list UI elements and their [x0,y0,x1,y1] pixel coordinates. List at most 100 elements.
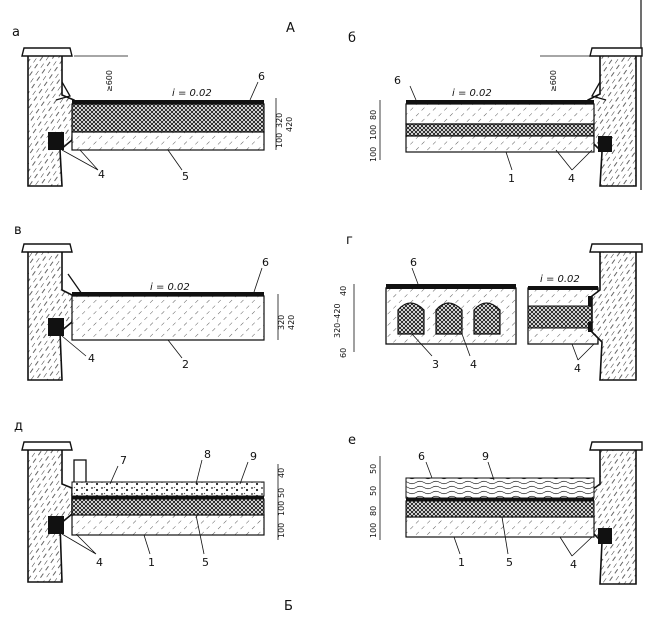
panel-b: б i = 0.02 ≥600 80 100 100 6 1 4 [348,31,643,187]
flashing [73,459,87,485]
dim-2: 420 [287,315,296,330]
dim-3: 100 [277,501,286,516]
callout-leader [501,516,509,555]
dim-2: 320–420 [333,303,342,338]
slab-layer [405,135,595,153]
callout-4b: 4 [574,362,581,375]
membrane-layer [72,100,264,104]
water-layer [405,477,595,499]
dim-2: 100 [369,125,378,140]
parapet-cap [589,47,643,57]
panel-letter: б [348,31,356,46]
callout-4: 4 [88,352,95,365]
insulation-layer [405,500,595,518]
callout-4: 4 [568,172,575,185]
callout-leader [571,343,595,361]
callout-leader [253,267,263,293]
callout-leader [411,267,419,285]
panel-letter: е [348,433,356,448]
callout-leader [487,461,495,481]
membrane-layer [72,496,264,499]
panel-a: а i = 0.02 ≥600 320 100 420 6 4 5 [12,25,294,187]
callout-4: 4 [98,168,105,181]
support-block [48,132,64,150]
callout-4: 4 [570,558,577,571]
gravel-layer [71,481,265,497]
slab-layer [405,516,595,538]
membrane-layer [406,498,594,501]
insulation-layer [405,123,595,137]
dim-1: 80 [369,110,378,120]
callout-leader [109,465,119,485]
panel-letter: в [14,223,22,238]
callout-6: 6 [262,256,269,269]
callout-7: 7 [120,454,127,467]
panel-letter: г [346,233,353,248]
dim-1: 320 [277,315,286,330]
height-label: ≥600 [105,70,114,92]
callout-5: 5 [506,556,513,569]
dim-1: 40 [339,286,348,296]
parapet-cap [589,243,643,253]
parapet-wall [591,249,637,381]
dim-3: 100 [369,147,378,162]
slope-label: i = 0.02 [452,88,492,99]
slope-label: i = 0.02 [150,282,190,293]
dim-2: 50 [369,486,378,496]
flashing [55,81,71,101]
callout-leader [559,536,593,557]
screed-layer [405,103,595,125]
parapet-wall [591,445,637,585]
height-label: ≥600 [549,70,558,92]
panel-letter: д [14,419,23,434]
dim-1: 40 [277,468,286,478]
callout-leader [61,149,99,171]
callout-5: 5 [202,556,209,569]
callout-leader [453,536,461,555]
parapet-wall [587,49,637,187]
slab-layer [71,131,265,151]
callout-leader [239,461,249,485]
callout-1: 1 [508,172,515,185]
slope-label: i = 0.02 [540,274,580,285]
callout-leader [143,534,151,555]
callout-1: 1 [148,556,155,569]
callout-leader [195,514,205,555]
parapet-wall [27,445,73,583]
dim-4: 100 [369,523,378,538]
callout-leader [61,335,87,357]
panel-d: д 40 50 100 100 7 8 9 4 1 5 [14,419,286,583]
panel-letter: а [12,25,20,40]
insulation-layer [71,498,265,516]
dim-3: 60 [339,348,348,358]
parapet-cap [21,47,73,57]
callout-leader [167,339,183,359]
parapet-wall [27,247,75,381]
slope-label: i = 0.02 [172,88,212,99]
dim-2: 100 [275,133,284,148]
slab-layer [71,295,265,341]
callout-3: 3 [432,358,439,371]
callout-4: 4 [96,556,103,569]
callout-2: 2 [182,358,189,371]
callout-leader [195,459,203,485]
flashing [591,81,607,101]
void-blocks [397,302,501,335]
parapet-cap [589,441,643,451]
callout-4: 4 [470,358,477,371]
callout-leader [555,149,593,171]
dim-2: 50 [277,488,286,498]
callout-6: 6 [418,450,425,463]
callout-1: 1 [458,556,465,569]
support-block [598,136,612,152]
callout-9: 9 [482,450,489,463]
callout-leader [461,333,471,357]
support-block [48,318,64,336]
parapet-cap [21,243,73,253]
parapet-wall [27,49,75,187]
slab-layer [71,514,265,536]
callout-8: 8 [204,448,211,461]
insulation-layer [527,305,599,329]
callout-leader [249,81,259,101]
